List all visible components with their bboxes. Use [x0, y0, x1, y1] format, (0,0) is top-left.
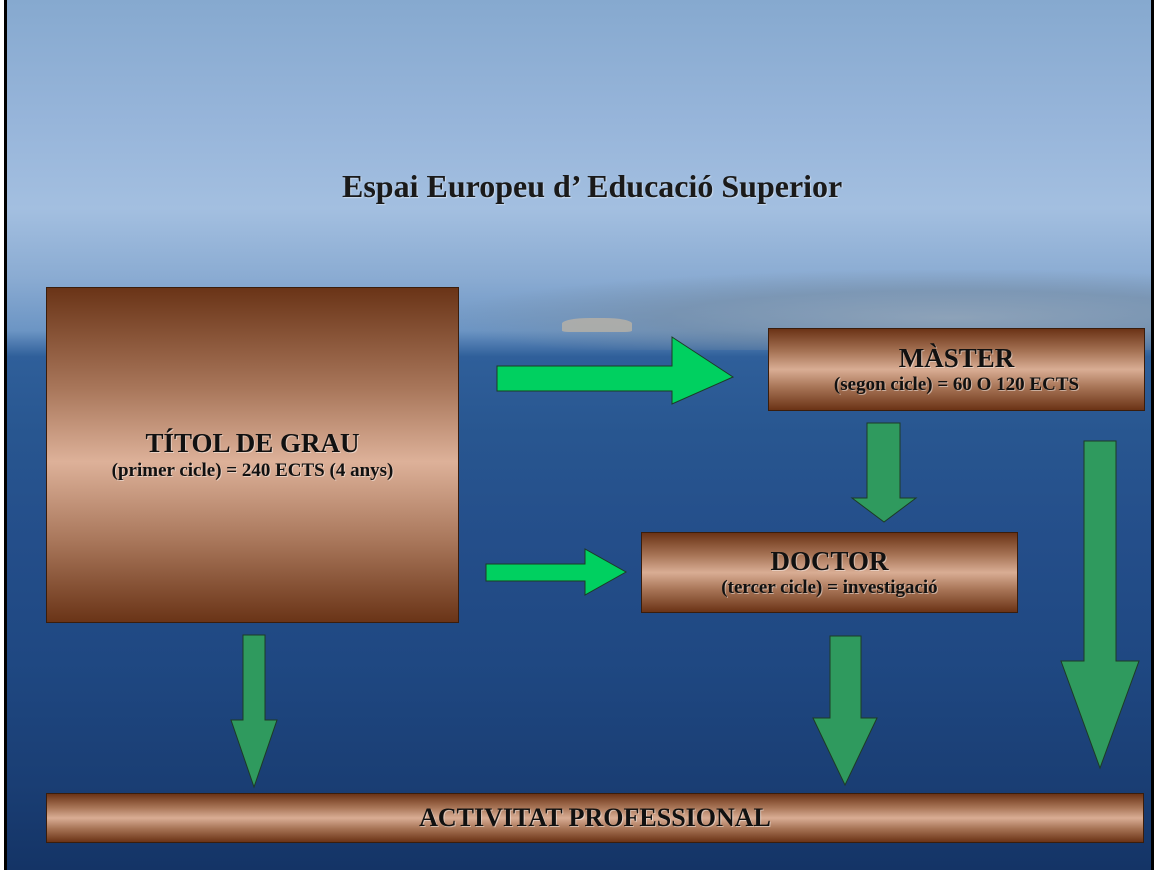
arrow-master-to-doctor	[850, 422, 918, 523]
doctor-title: DOCTOR	[770, 545, 889, 576]
grau-title: TÍTOL DE GRAU	[145, 428, 360, 459]
arrow-grau-to-master	[496, 336, 735, 405]
islet	[562, 318, 632, 332]
slide-title: Espai Europeu d’ Educació Superior	[342, 168, 843, 204]
doctor-subtitle: (tercer cicle) = investigació	[721, 577, 938, 599]
activitat-title: ACTIVITAT PROFESSIONAL	[419, 803, 771, 832]
master-subtitle: (segon cicle) = 60 O 120 ECTS	[833, 374, 1080, 396]
box-doctor: DOCTOR (tercer cicle) = investigació	[641, 532, 1018, 613]
arrow-grau-to-activitat	[230, 634, 278, 789]
arrow-grau-to-doctor	[485, 548, 628, 596]
box-master: MÀSTER (segon cicle) = 60 O 120 ECTS	[768, 328, 1145, 411]
master-title: MÀSTER	[898, 342, 1015, 373]
grau-subtitle: (primer cicle) = 240 ECTS (4 anys)	[111, 459, 394, 481]
box-titol-de-grau: TÍTOL DE GRAU (primer cicle) = 240 ECTS …	[46, 287, 459, 623]
arrow-doctor-to-activitat	[812, 635, 878, 787]
box-activitat-professional: ACTIVITAT PROFESSIONAL	[46, 793, 1144, 843]
arrow-master-to-activitat	[1060, 440, 1140, 770]
